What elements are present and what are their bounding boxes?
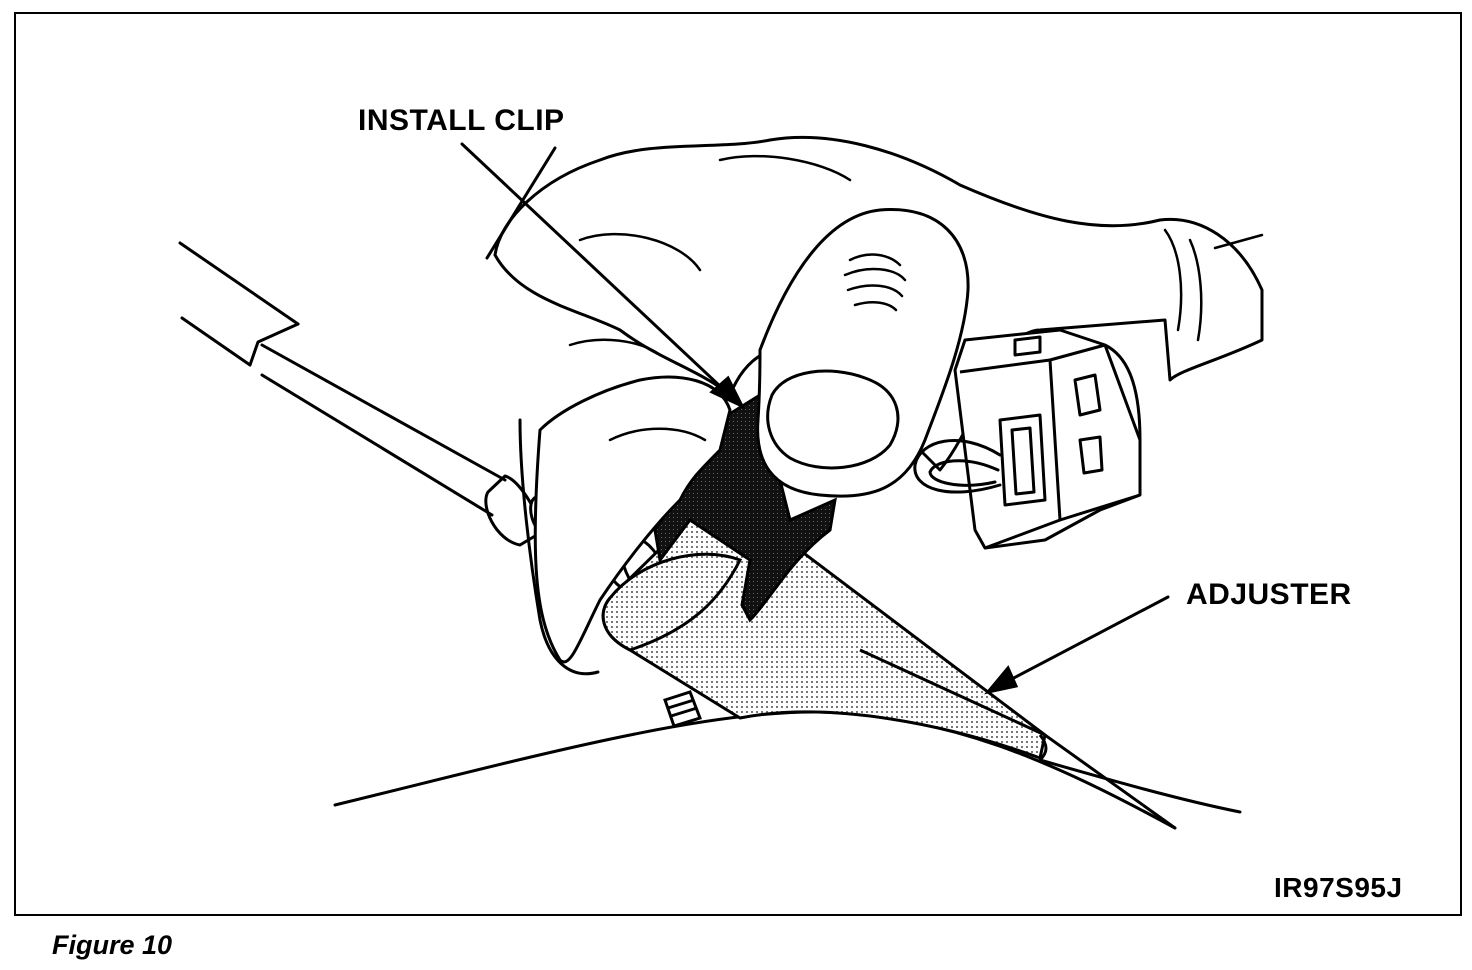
- inner-cable-bottom: [260, 373, 494, 517]
- hand-illustration: [493, 135, 1264, 676]
- install-clip-leader-b: [485, 146, 557, 260]
- install-clip-leader-a: [460, 142, 724, 390]
- adjuster-nose: [1038, 734, 1048, 762]
- electrical-connector: [953, 328, 1142, 550]
- install-clip-callout: INSTALL CLIP: [358, 104, 565, 137]
- inner-cable-top: [260, 343, 507, 482]
- mounting-stud: [663, 690, 702, 728]
- install-clip-arrowhead: [709, 375, 746, 410]
- adjuster-arrowhead: [984, 665, 1019, 695]
- adjuster-taper: [859, 648, 1176, 830]
- connector-wires: [913, 439, 1002, 494]
- adjuster-leader: [1008, 595, 1170, 682]
- adjuster-end-face: [601, 552, 743, 652]
- cable-ferrule: [248, 322, 300, 367]
- mounting-surface-line: [333, 710, 1177, 830]
- surface-edge-line: [1038, 758, 1242, 814]
- cable-sheath-upper: [178, 241, 300, 326]
- diagram-code: IR97S95J: [1274, 872, 1403, 903]
- figure-caption: Figure 10: [52, 930, 173, 960]
- thumbnail: [766, 369, 900, 470]
- cable-sheath-lower: [180, 316, 252, 367]
- adjuster-callout: ADJUSTER: [1186, 578, 1352, 611]
- ring-finger: [533, 375, 732, 664]
